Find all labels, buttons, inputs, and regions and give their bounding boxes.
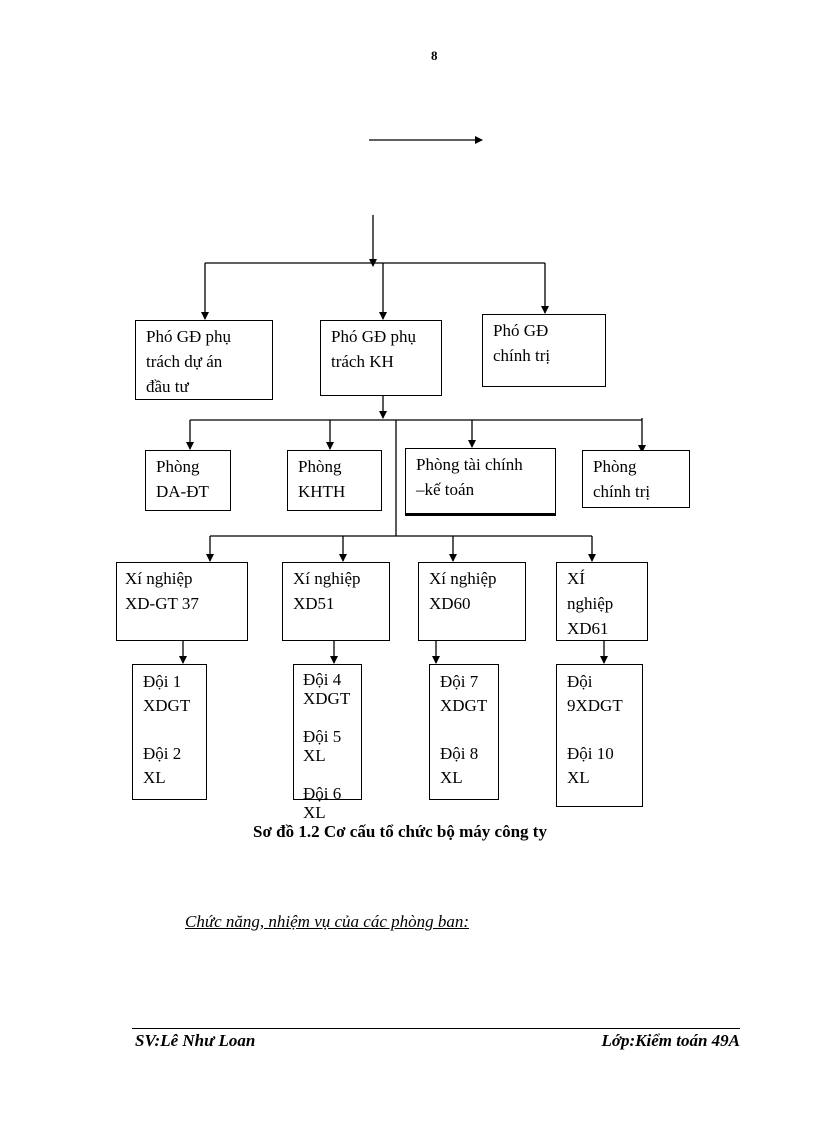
box-teams-9-10: Đội 9XDGT Đội 10 XL xyxy=(556,664,643,807)
diagram-caption: Sơ đồ 1.2 Cơ cấu tổ chức bộ máy công ty xyxy=(253,822,547,841)
box-dept-da-dt: Phòng DA-ĐT xyxy=(145,450,231,511)
box-enterprise-xdgt37: Xí nghiệp XD-GT 37 xyxy=(116,562,248,641)
box-teams-1-2: Đội 1 XDGT Đội 2 XL xyxy=(132,664,207,800)
page-number: 8 xyxy=(431,48,438,63)
box-dept-khth: Phòng KHTH xyxy=(287,450,382,511)
box-deputy-political: Phó GĐ chính trị xyxy=(482,314,606,387)
footer-class: Lớp:Kiểm toán 49A xyxy=(601,1031,740,1050)
box-enterprise-xd51: Xí nghiệp XD51 xyxy=(282,562,390,641)
box-dept-political: Phòng chính trị xyxy=(582,450,690,508)
box-teams-7-8: Đội 7 XDGT Đội 8 XL xyxy=(429,664,499,800)
box-enterprise-xd60: Xí nghiệp XD60 xyxy=(418,562,526,641)
footer-student: SV:Lê Như Loan xyxy=(135,1031,256,1050)
box-enterprise-xd61: XÍ nghiệp XD61 xyxy=(556,562,648,641)
box-deputy-investment: Phó GĐ phụ trách dự án đầu tư xyxy=(135,320,273,400)
box-teams-4-6: Đội 4 XDGT Đội 5 XL Đội 6 XL xyxy=(293,664,362,822)
footer-rule xyxy=(132,1028,740,1029)
box-deputy-planning: Phó GĐ phụ trách KH xyxy=(320,320,442,396)
box-dept-finance: Phòng tài chính –kế toán xyxy=(405,448,556,516)
section-heading: Chức năng, nhiệm vụ của các phòng ban: xyxy=(185,912,470,931)
